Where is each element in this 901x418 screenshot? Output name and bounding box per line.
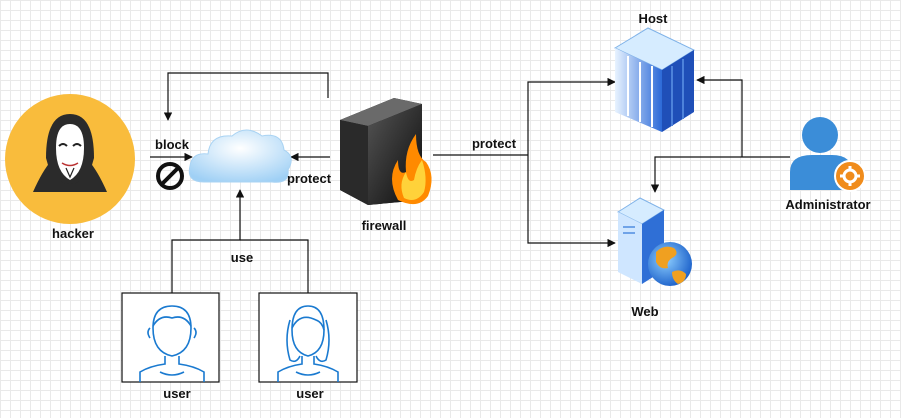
edge-admin-line [650,156,790,193]
user-icon [258,292,358,383]
user-icon [121,292,220,383]
administrator-icon [790,117,866,192]
edges [150,72,790,293]
edge-to-web [527,155,616,248]
firewall-label: firewall [361,218,407,233]
edge-firewall-loop-to-block [163,72,329,121]
edge-admin-to-host [696,75,743,157]
edge-user1-to-cloud [171,189,245,293]
user-label-2: user [296,386,324,401]
cloud-icon [188,129,292,183]
host-label: Host [638,11,668,26]
user-label-1: user [163,386,191,401]
block-icon [156,162,184,190]
hacker-icon[interactable] [5,94,135,224]
web-server-icon [616,197,692,286]
edge-user2-to-cloud [240,239,309,293]
block-label: block [155,137,189,152]
hacker-label: hacker [52,226,94,241]
protect-cloud-label: protect [286,171,332,186]
administrator-label: Administrator [785,197,871,212]
firewall-icon [340,98,432,205]
edge-to-host [527,77,616,155]
web-label: Web [631,304,659,319]
protect-servers-label: protect [471,136,517,151]
host-server-icon [613,27,696,132]
use-label: use [230,250,254,265]
